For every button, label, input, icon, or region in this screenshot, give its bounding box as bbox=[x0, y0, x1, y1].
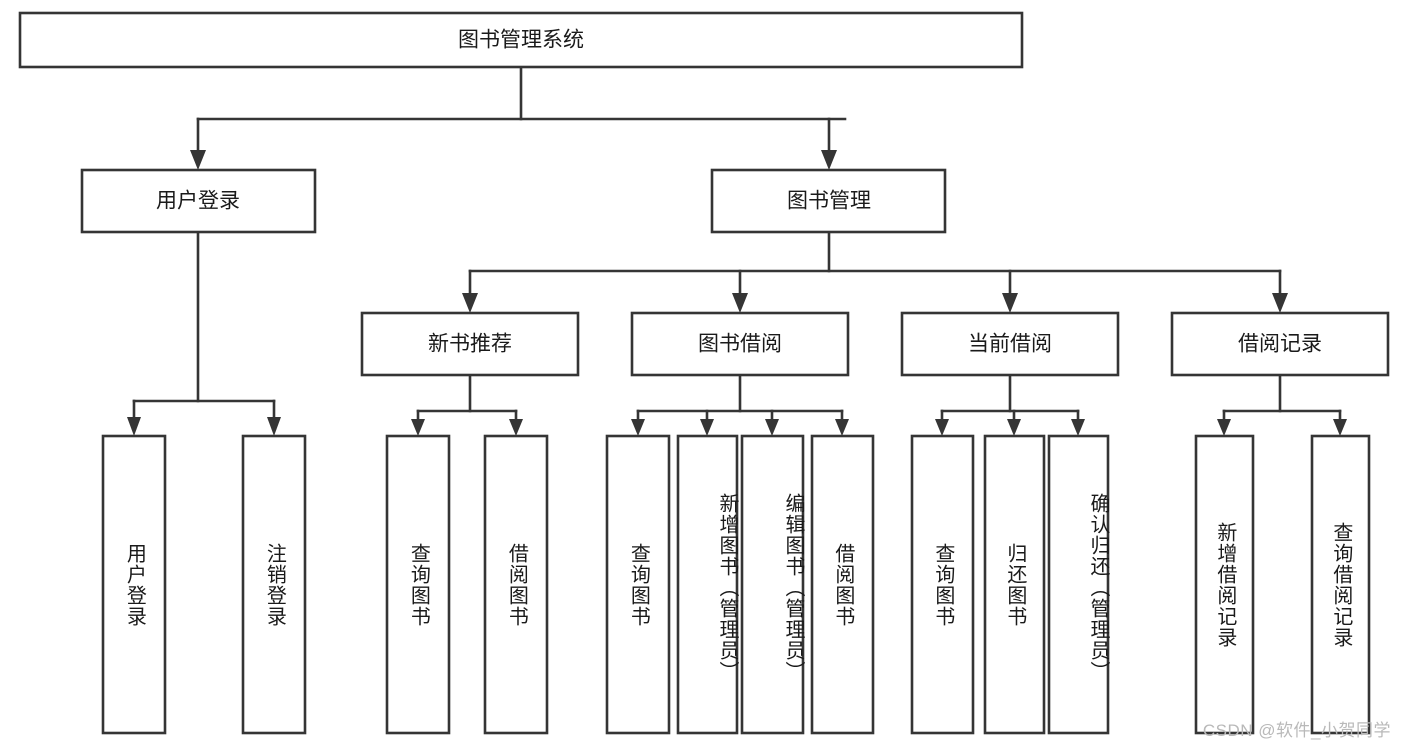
csdn-watermark: CSDN @软件_小贺同学 bbox=[1202, 721, 1391, 740]
node-leaf-add-book-rect[interactable] bbox=[676, 434, 739, 735]
node-borrow-record[interactable]: 借阅记录 bbox=[1170, 311, 1390, 377]
edges-user-login-to-leaves bbox=[127, 230, 281, 436]
node-root-label: 图书管理系统 bbox=[458, 29, 584, 52]
arrowhead-leaf-add-book bbox=[700, 419, 714, 436]
node-borrow-record-label: 借阅记录 bbox=[1238, 333, 1322, 356]
node-book-borrow[interactable]: 图书借阅 bbox=[630, 311, 850, 377]
node-leaf-confirm-return-rect[interactable] bbox=[1047, 434, 1110, 735]
node-book-management-label: 图书管理 bbox=[787, 190, 871, 213]
arrowhead-leaf-user-login bbox=[127, 417, 141, 436]
node-new-book-recommend[interactable]: 新书推荐 bbox=[360, 311, 580, 377]
node-book-management[interactable]: 图书管理 bbox=[710, 168, 947, 234]
arrowhead-leaf-confirm-return bbox=[1071, 419, 1085, 436]
node-leaf-borrow-book-2-rect[interactable] bbox=[810, 434, 875, 735]
arrowhead-new-book-recommend bbox=[462, 293, 478, 313]
node-current-borrow-label: 当前借阅 bbox=[968, 333, 1052, 356]
edges-book-borrow-to-leaves bbox=[631, 373, 849, 436]
edges-borrow-record-to-leaves bbox=[1217, 373, 1347, 436]
node-leaf-add-record-rect[interactable] bbox=[1194, 434, 1255, 735]
node-leaf-edit-book-rect[interactable] bbox=[740, 434, 805, 735]
arrowhead-leaf-query-record bbox=[1333, 419, 1347, 436]
node-user-login[interactable]: 用户登录 bbox=[80, 168, 317, 234]
arrowhead-leaf-borrow-book-1 bbox=[509, 419, 523, 436]
arrowhead-leaf-return-book bbox=[1007, 419, 1021, 436]
arrowhead-leaf-query-book-3 bbox=[935, 419, 949, 436]
arrowhead-book-borrow bbox=[732, 293, 748, 313]
node-leaf-user-login-rect[interactable] bbox=[101, 434, 167, 735]
node-leaf-query-record-rect[interactable] bbox=[1310, 434, 1371, 735]
node-new-book-recommend-rect[interactable] bbox=[360, 311, 580, 377]
node-borrow-record-rect[interactable] bbox=[1170, 311, 1390, 377]
arrowhead-current-borrow bbox=[1002, 293, 1018, 313]
arrowhead-leaf-query-book-1 bbox=[411, 419, 425, 436]
node-root[interactable]: 图书管理系统 bbox=[18, 11, 1024, 69]
node-leaf-logout-rect[interactable] bbox=[241, 434, 307, 735]
arrowhead-borrow-record bbox=[1272, 293, 1288, 313]
node-book-borrow-rect[interactable] bbox=[630, 311, 850, 377]
node-leaf-return-book-rect[interactable] bbox=[983, 434, 1046, 735]
node-user-login-rect[interactable] bbox=[80, 168, 317, 234]
arrowhead-book-management bbox=[821, 150, 837, 170]
arrowhead-leaf-add-record bbox=[1217, 419, 1231, 436]
arrowhead-leaf-query-book-2 bbox=[631, 419, 645, 436]
arrowhead-user-login bbox=[190, 150, 206, 170]
node-leaf-borrow-book-1-rect[interactable] bbox=[483, 434, 549, 735]
edges-new-book-to-leaves bbox=[411, 373, 523, 436]
node-user-login-label: 用户登录 bbox=[156, 190, 240, 213]
edges-book-management-to-level3 bbox=[462, 230, 1288, 313]
node-new-book-recommend-label: 新书推荐 bbox=[428, 333, 512, 356]
node-root-rect[interactable] bbox=[18, 11, 1024, 69]
node-current-borrow-rect[interactable] bbox=[900, 311, 1120, 377]
edges-root-to-level2 bbox=[190, 65, 847, 170]
leaf-boxes bbox=[101, 434, 1371, 735]
edges-current-borrow-to-leaves bbox=[935, 373, 1085, 436]
arrowhead-leaf-borrow-book-2 bbox=[835, 419, 849, 436]
arrowhead-leaf-logout bbox=[267, 417, 281, 436]
node-leaf-query-book-2-rect[interactable] bbox=[605, 434, 671, 735]
node-leaf-query-book-1-rect[interactable] bbox=[385, 434, 451, 735]
node-book-borrow-label: 图书借阅 bbox=[698, 333, 782, 356]
node-leaf-query-book-3-rect[interactable] bbox=[910, 434, 975, 735]
node-book-management-rect[interactable] bbox=[710, 168, 947, 234]
arrowhead-leaf-edit-book bbox=[765, 419, 779, 436]
node-current-borrow[interactable]: 当前借阅 bbox=[900, 311, 1120, 377]
